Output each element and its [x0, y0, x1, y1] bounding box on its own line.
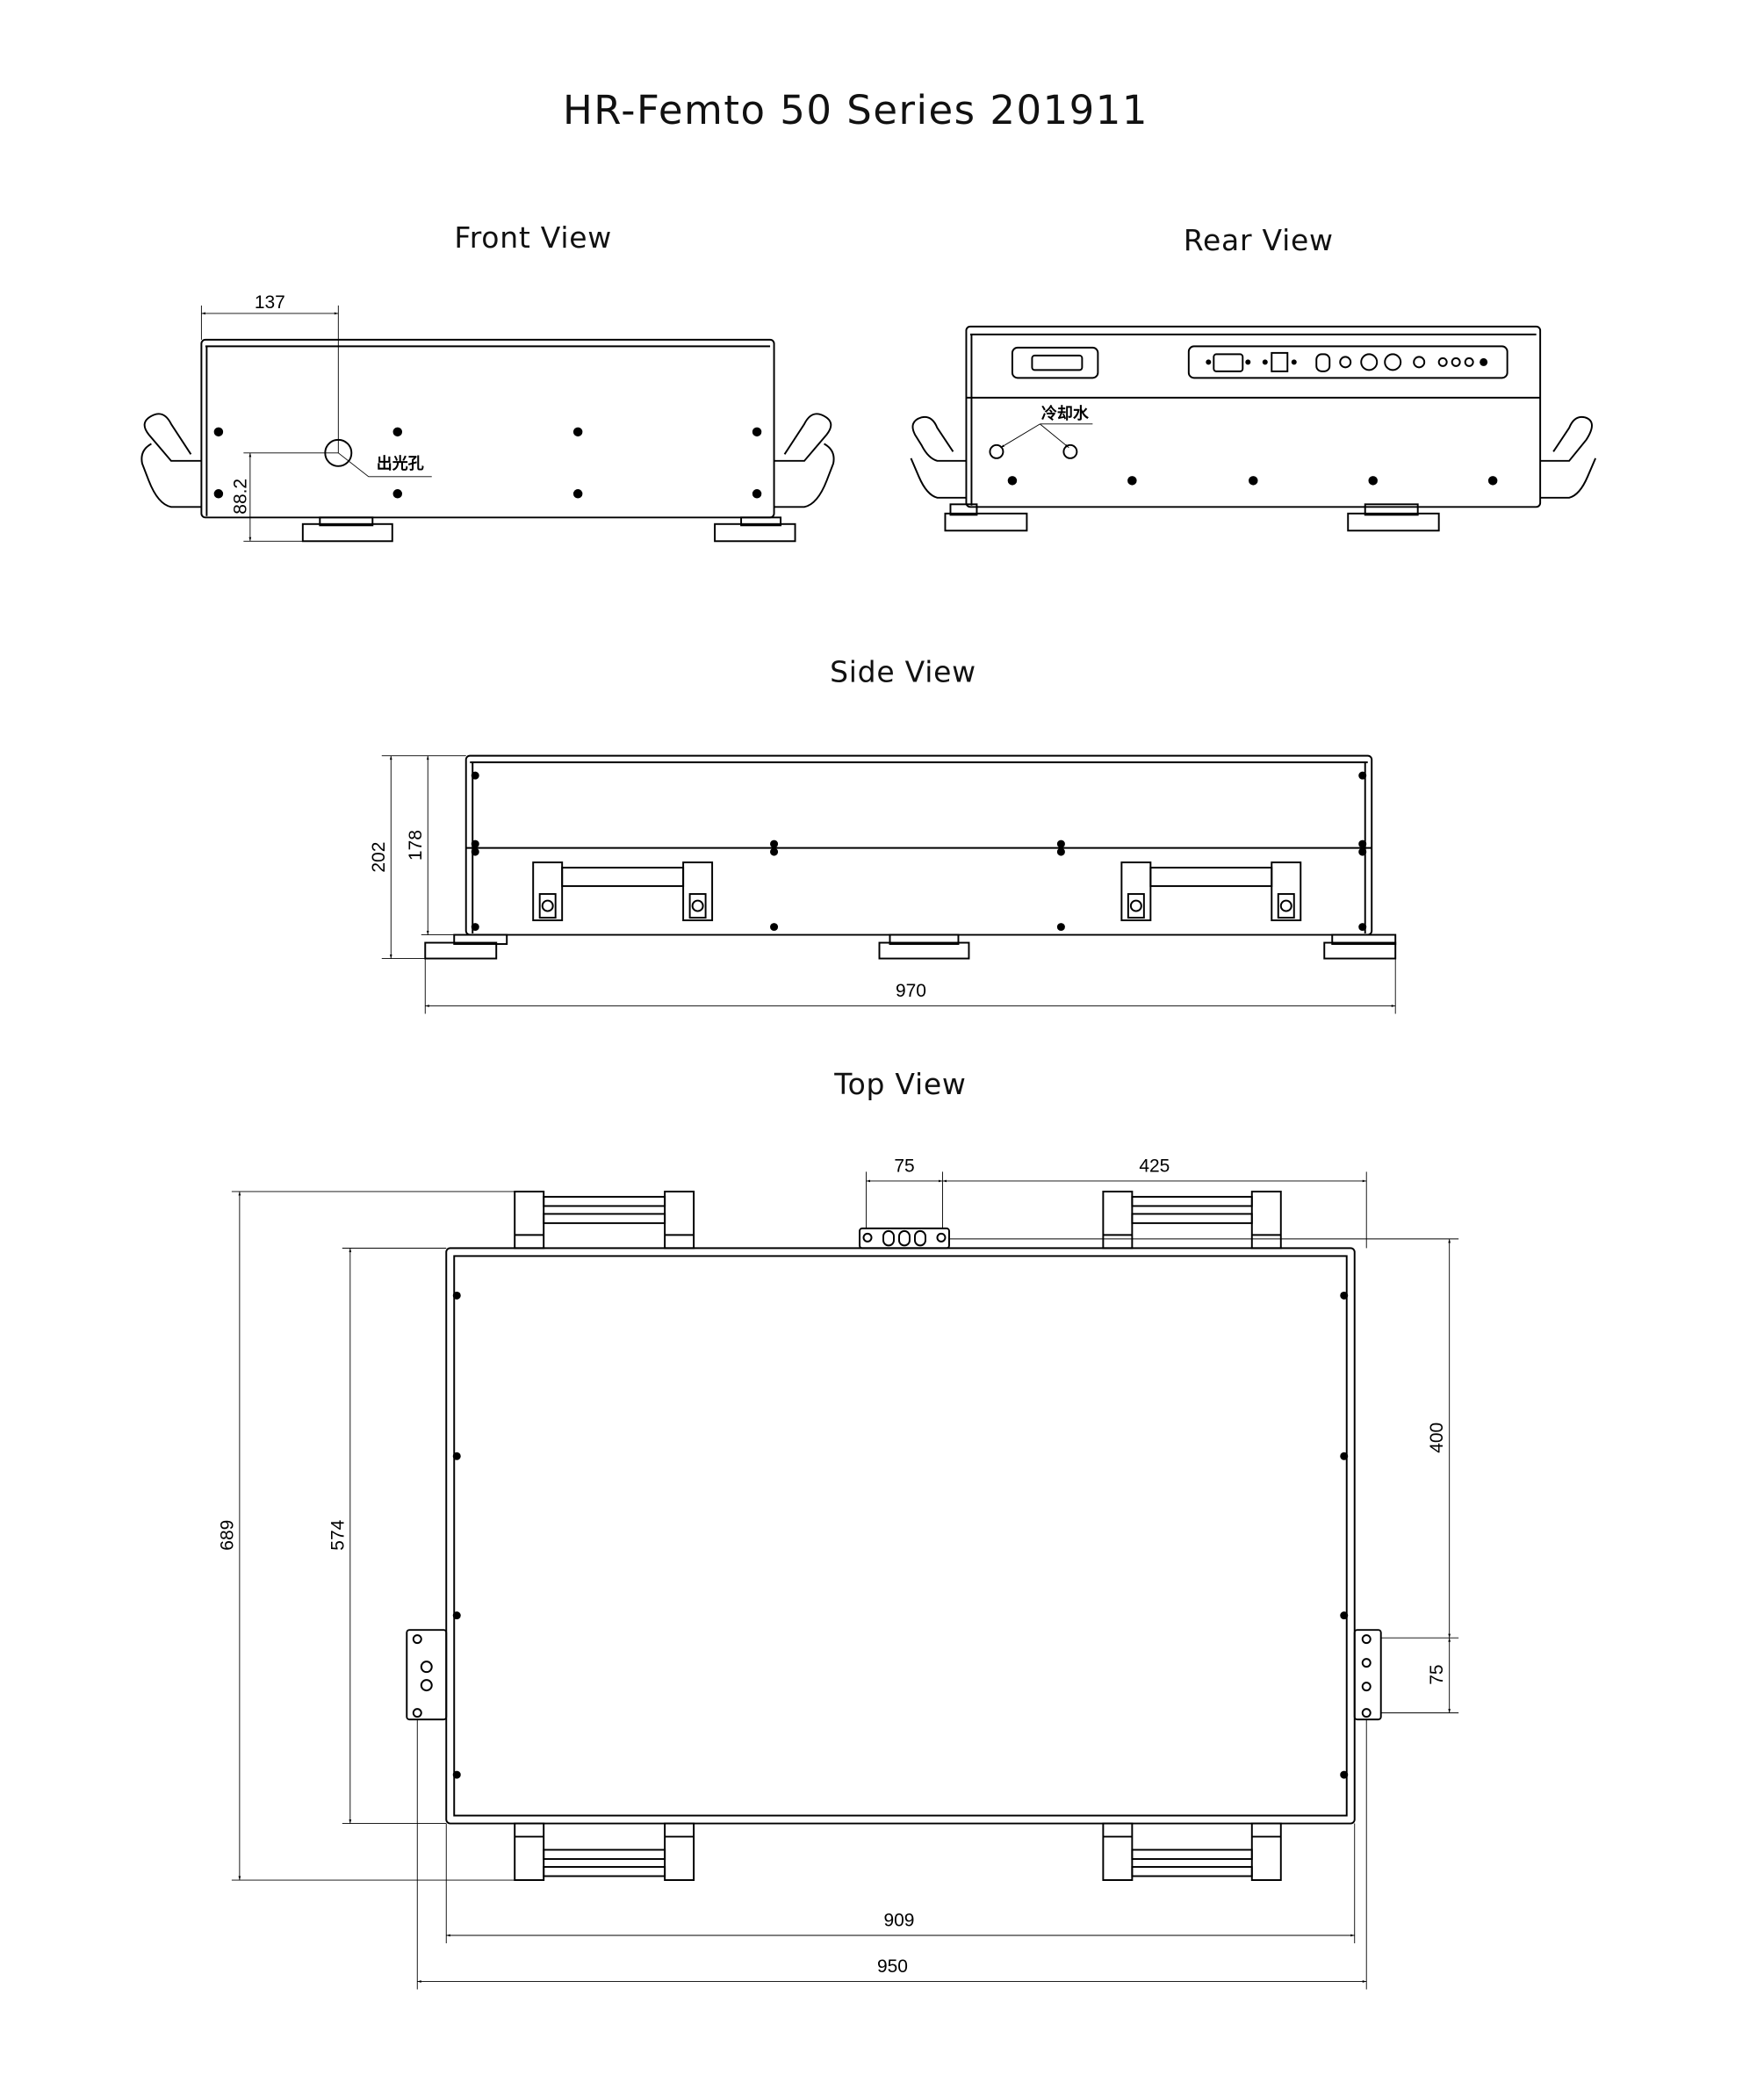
db-connector-panel	[1011, 346, 1099, 379]
mounting-brackets	[406, 1227, 1382, 1721]
front-view-label: Front View	[454, 220, 612, 255]
dim-689: 689	[217, 1520, 237, 1551]
left-handle	[911, 415, 967, 462]
top-handles	[514, 1190, 1282, 1881]
side-handles	[532, 861, 1302, 922]
side-view: Side View	[369, 655, 1397, 1014]
dim-909: 909	[883, 1910, 914, 1930]
front-feet	[301, 516, 796, 543]
dim-970: 970	[896, 981, 926, 1001]
dim-425: 425	[1139, 1156, 1170, 1176]
dim-950: 950	[877, 1956, 908, 1977]
dim-88-2: 88.2	[230, 479, 250, 515]
top-view: Top View	[217, 1067, 1459, 1990]
dim-574: 574	[328, 1519, 348, 1550]
dim-400: 400	[1427, 1423, 1447, 1453]
rear-view: Rear View 冷却水	[910, 223, 1596, 532]
dim-178: 178	[406, 830, 426, 861]
cooling-port-in	[989, 443, 1004, 459]
dim-202: 202	[369, 842, 389, 873]
front-view: Front View 出光孔 137 88.2	[140, 220, 835, 543]
io-connector-panel	[1187, 345, 1508, 379]
left-handle	[143, 413, 202, 462]
rear-view-label: Rear View	[1184, 223, 1334, 257]
side-view-label: Side View	[830, 655, 976, 689]
right-handle	[774, 413, 832, 462]
top-view-label: Top View	[833, 1067, 966, 1101]
cooling-port-out	[1062, 443, 1078, 459]
aperture-label: 出光孔	[377, 454, 424, 473]
cooling-water-label: 冷却水	[1041, 404, 1090, 423]
right-handle	[1540, 415, 1593, 462]
rear-feet	[944, 503, 1440, 532]
side-feet	[424, 933, 1397, 960]
dim-75-top: 75	[894, 1156, 914, 1176]
dim-75-right: 75	[1427, 1664, 1447, 1684]
sheet-title: HR-Femto 50 Series 201911	[563, 87, 1148, 133]
dim-137: 137	[255, 292, 285, 313]
